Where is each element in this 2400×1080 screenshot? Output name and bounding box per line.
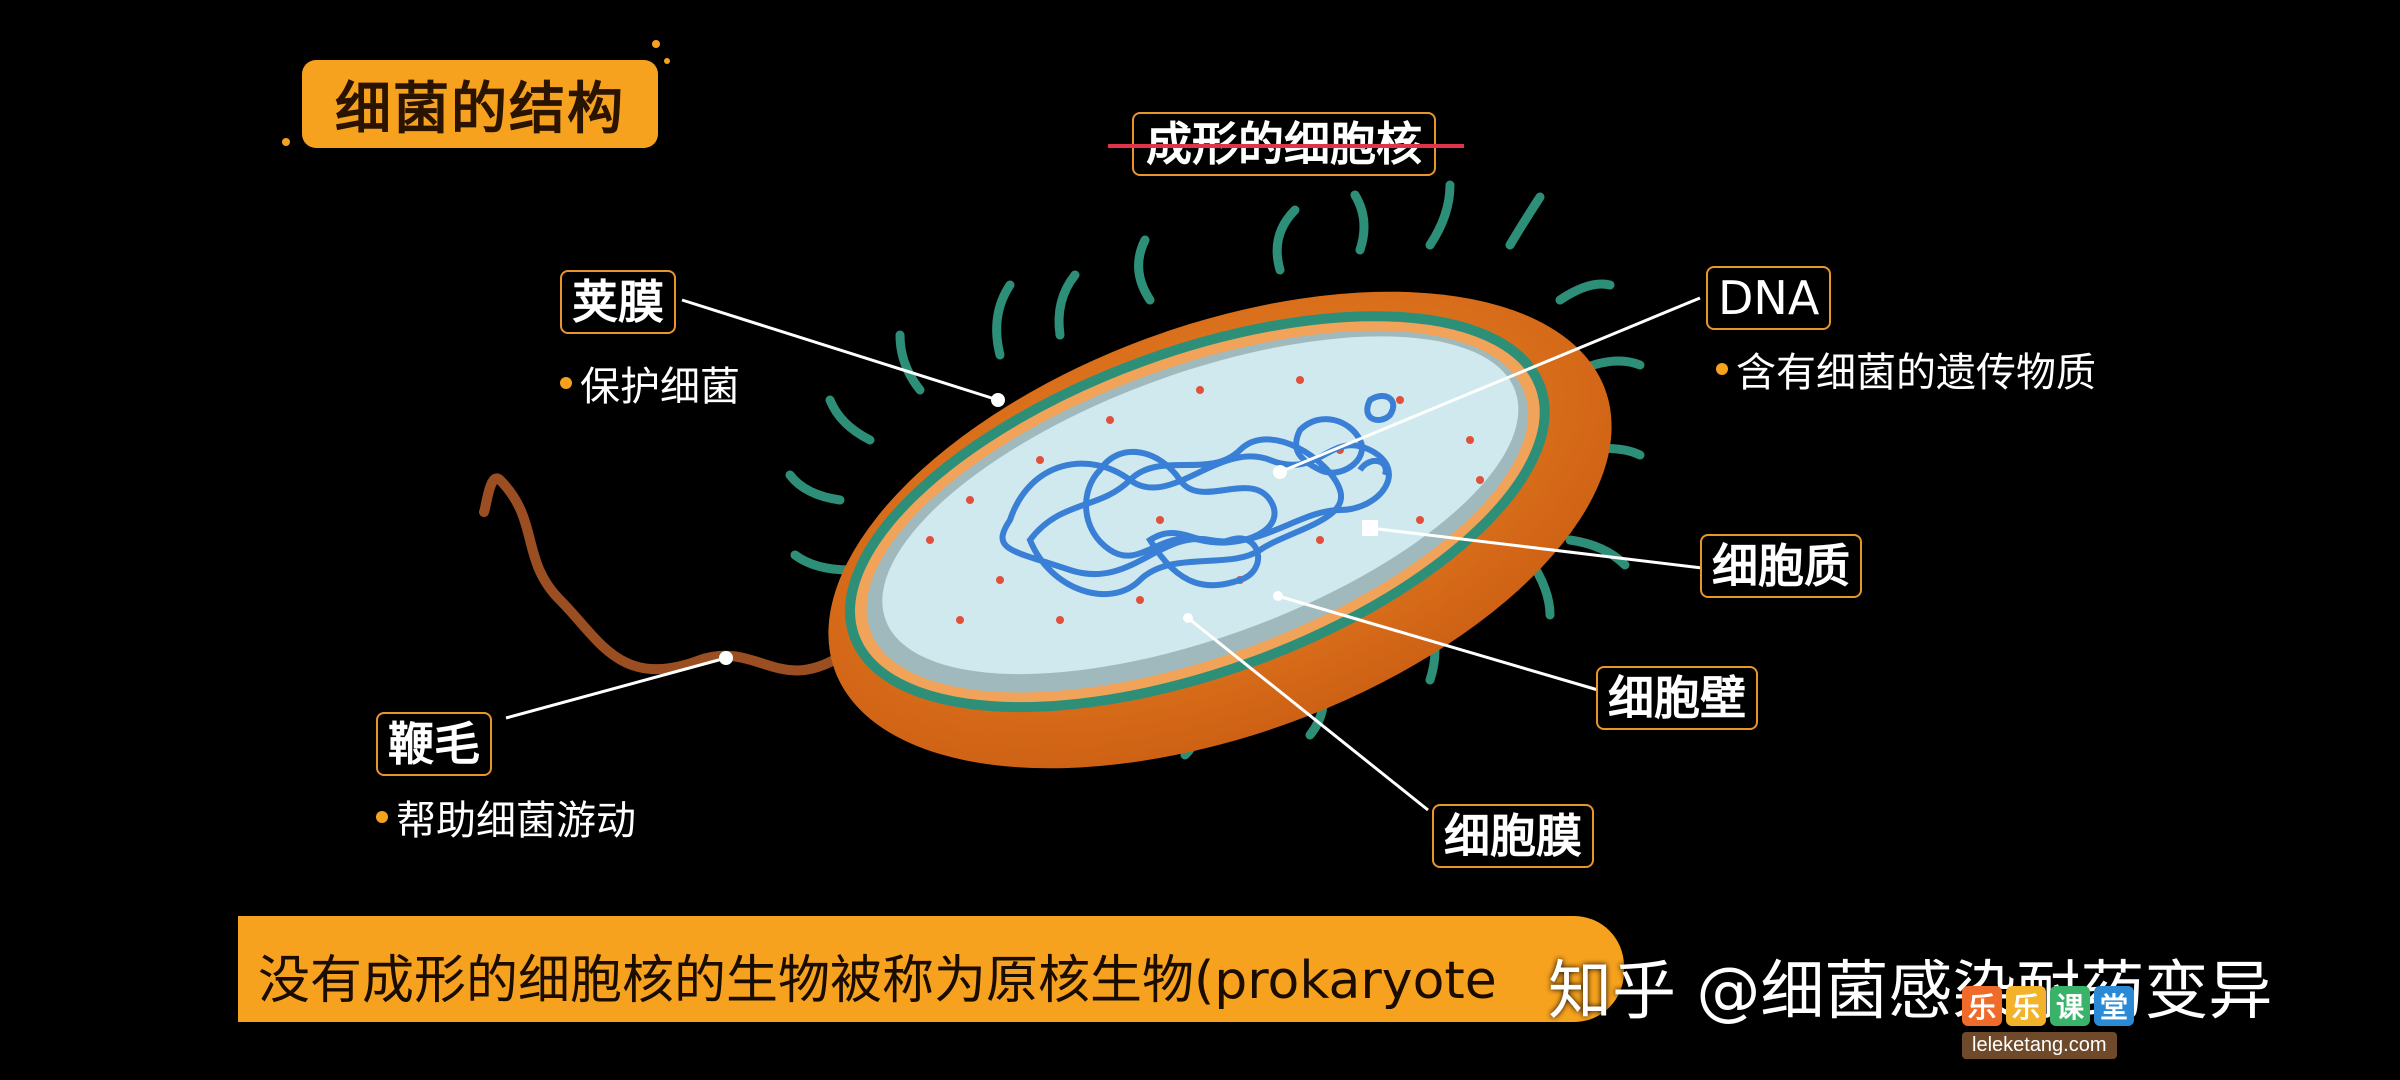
flagellum-note-text: 帮助细菌游动 (396, 798, 636, 844)
ribosomes (926, 376, 1484, 624)
nucleus-strikethrough (1108, 144, 1464, 148)
cytoplasm-shape (882, 336, 1519, 675)
dna-note-text: 含有细菌的遗传物质 (1736, 350, 2096, 396)
logo-char: 乐 (1962, 986, 2002, 1026)
label-cytoplasm: 细胞质 (1700, 534, 1862, 598)
bullet-dot (560, 377, 572, 389)
logo-char: 课 (2050, 986, 2090, 1026)
capsule-note-text: 保护细菌 (580, 364, 740, 410)
dna-note: 含有细菌的遗传物质 (1716, 340, 2096, 398)
flagellum-note: 帮助细菌游动 (376, 788, 636, 846)
site-logo: 乐 乐 课 堂 leleketang.com (1962, 986, 2142, 1066)
label-cell-wall: 细胞壁 (1596, 666, 1758, 730)
label-flagellum: 鞭毛 (376, 712, 492, 776)
label-dna: DNA (1706, 266, 1832, 330)
decor-speck (652, 40, 660, 48)
decor-speck (664, 58, 670, 64)
bullet-dot (376, 811, 388, 823)
pointer-lines (505, 296, 1703, 812)
bullet-dot (1716, 363, 1728, 375)
caption-text: 没有成形的细胞核的生物被称为原核生物(prokaryote (258, 951, 1497, 1011)
logo-char: 堂 (2094, 986, 2134, 1026)
logo-char: 乐 (2006, 986, 2046, 1026)
label-cell-membrane: 细胞膜 (1432, 804, 1594, 868)
capsule-note: 保护细菌 (560, 354, 740, 412)
label-capsule: 荚膜 (560, 270, 676, 334)
pointer-dots (719, 393, 1378, 665)
watermark: 知乎 @细菌感染耐药变异 (1548, 955, 2273, 1029)
caption-banner (238, 916, 1624, 1022)
logo-url: leleketang.com (1962, 1032, 2117, 1059)
page-title: 细菌的结构 (302, 60, 658, 148)
decor-speck (282, 138, 290, 146)
dna-strands (999, 393, 1397, 598)
flagellum (479, 473, 855, 676)
